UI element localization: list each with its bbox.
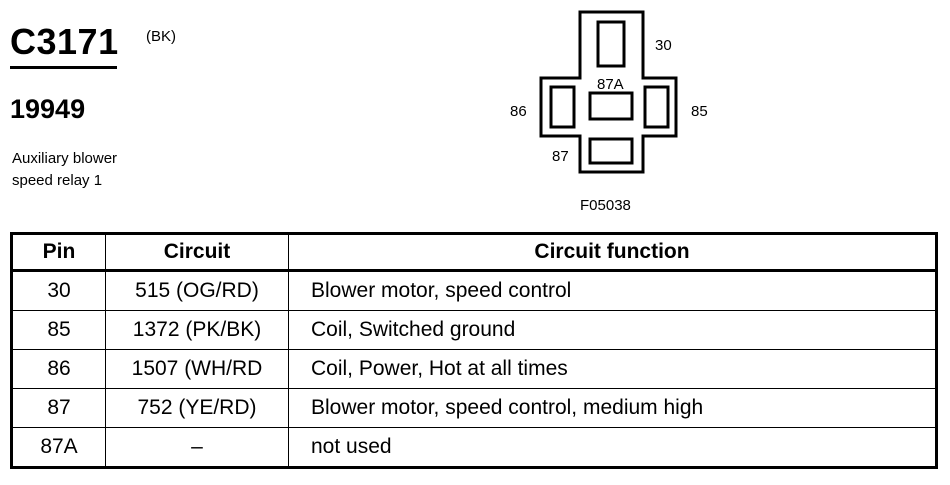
table-header-row: Pin Circuit Circuit function [11, 233, 937, 272]
pin-cell: 86 [11, 349, 106, 389]
pin-87-terminal [588, 137, 634, 165]
pin-cell: 87 [11, 388, 106, 428]
description-line-1: Auxiliary blower [12, 150, 118, 167]
header-circuit: Circuit [105, 233, 289, 272]
pin-label-87a: 87A [597, 76, 624, 93]
table-row: 87A – not used [11, 427, 937, 468]
pin-86-terminal [549, 85, 576, 129]
header-pin: Pin [11, 233, 106, 272]
relay-description: Auxiliary blower speed relay 1 [12, 148, 212, 192]
function-cell: not used [288, 427, 937, 468]
circuit-cell: 515 (OG/RD) [105, 270, 289, 311]
table-row: 30 515 (OG/RD) Blower motor, speed contr… [11, 270, 937, 311]
table-row: 86 1507 (WH/RD Coil, Power, Hot at all t… [11, 349, 937, 389]
circuit-cell: 752 (YE/RD) [105, 388, 289, 428]
pin-table: Pin Circuit Circuit function 30 515 (OG/… [10, 232, 938, 469]
circuit-cell: 1372 (PK/BK) [105, 310, 289, 350]
pin-label-30: 30 [655, 37, 672, 54]
table-row: 85 1372 (PK/BK) Coil, Switched ground [11, 310, 937, 350]
relay-connector-diagram: 30 87A 86 85 87 F05038 [510, 10, 708, 214]
color-code: (BK) [146, 28, 176, 45]
pin-cell: 30 [11, 270, 106, 311]
header-circuit-function: Circuit function [288, 233, 937, 272]
pin-cell: 87A [11, 427, 106, 468]
function-cell: Blower motor, speed control [288, 270, 937, 311]
pin-85-terminal [643, 85, 670, 129]
figure-id: F05038 [580, 197, 631, 214]
circuit-cell: – [105, 427, 289, 468]
pin-label-86: 86 [510, 103, 527, 120]
function-cell: Coil, Power, Hot at all times [288, 349, 937, 389]
pin-30-terminal [596, 20, 626, 68]
connector-id: C3171 [10, 21, 119, 62]
pin-87a-terminal [588, 91, 634, 121]
connector-id-underline [10, 66, 117, 69]
connector-outline [539, 10, 678, 174]
pin-cell: 85 [11, 310, 106, 350]
pin-label-85: 85 [691, 103, 708, 120]
pin-label-87: 87 [552, 148, 569, 165]
part-number: 19949 [10, 94, 86, 124]
circuit-cell: 1507 (WH/RD [105, 349, 289, 389]
function-cell: Blower motor, speed control, medium high [288, 388, 937, 428]
description-line-2: speed relay 1 [12, 172, 103, 189]
table-row: 87 752 (YE/RD) Blower motor, speed contr… [11, 388, 937, 428]
function-cell: Coil, Switched ground [288, 310, 937, 350]
